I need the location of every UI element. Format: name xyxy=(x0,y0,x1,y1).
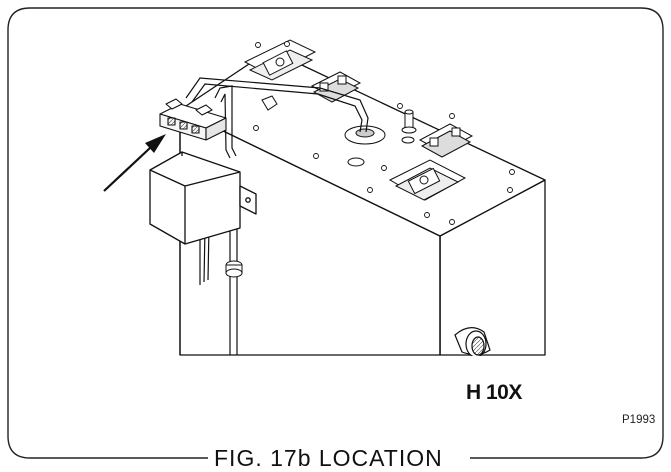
figure-panel: H 10X P1993 FIG. 17b LOCATION xyxy=(7,7,664,471)
junction-box xyxy=(149,151,257,245)
tank-illustration xyxy=(7,7,664,459)
cable-clamp xyxy=(225,260,243,278)
figure-caption: FIG. 17b LOCATION xyxy=(214,445,443,471)
drain-fitting xyxy=(454,327,491,358)
top-fittings xyxy=(243,39,474,201)
reference-code: P1993 xyxy=(622,414,656,426)
terminal-block xyxy=(159,98,227,141)
model-label: H 10X xyxy=(466,381,522,404)
pointer-arrow xyxy=(103,134,166,192)
figure-border xyxy=(7,7,664,459)
bolts xyxy=(253,41,515,225)
